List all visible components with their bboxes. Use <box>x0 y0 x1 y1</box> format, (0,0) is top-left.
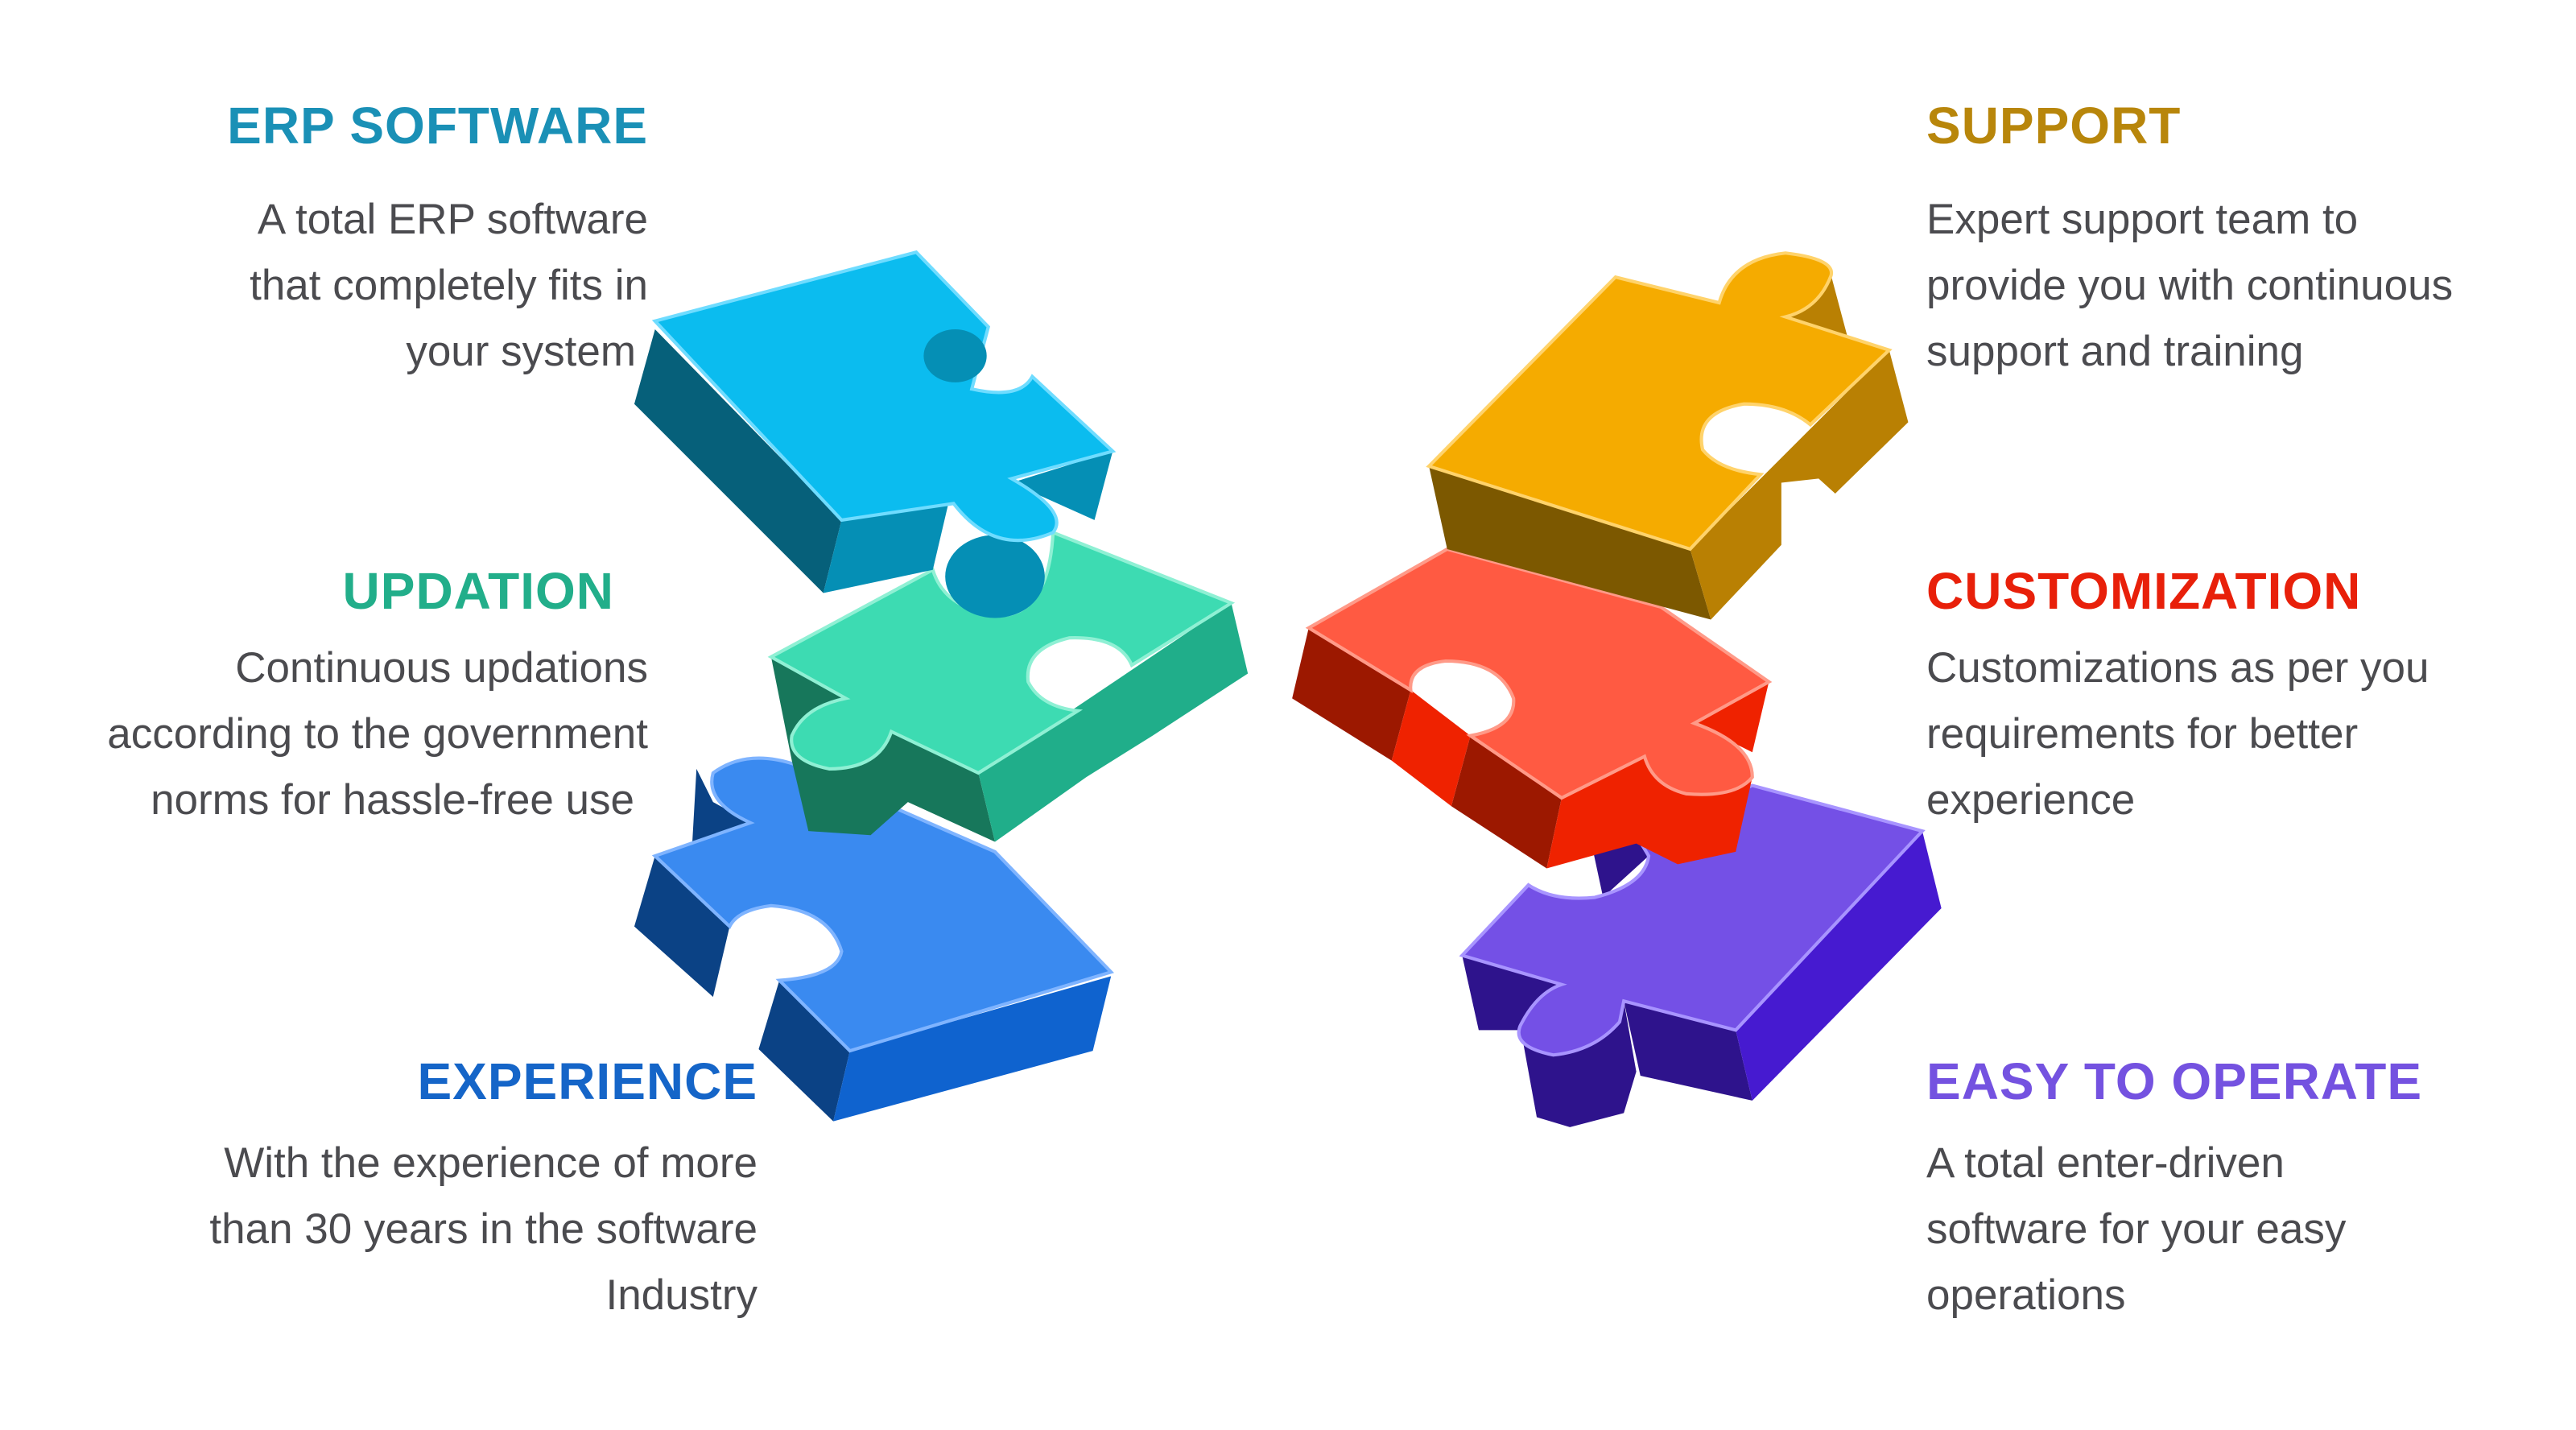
updation-description: Continuous updations according to the go… <box>107 635 648 833</box>
description-line: Continuous updations <box>235 644 648 692</box>
puzzle-piece-purple <box>1459 783 1942 1127</box>
description-line: that completely fits in <box>250 262 648 309</box>
easy-to-operate-description: A total enter-driven software for your e… <box>1926 1130 2346 1329</box>
description-line: provide you with continuous <box>1926 262 2454 309</box>
updation-title: UPDATION <box>342 562 614 620</box>
description-line: Industry <box>605 1271 758 1319</box>
description-line: With the experience of more <box>224 1139 758 1187</box>
description-line: requirements for better <box>1926 710 2359 758</box>
support-description: Expert support team to provide you with … <box>1926 187 2453 385</box>
erp-software-description: A total ERP software that completely fit… <box>250 187 648 385</box>
easy-to-operate-title: EASY TO OPERATE <box>1926 1052 2423 1110</box>
description-line: Expert support team to <box>1926 196 2359 243</box>
description-line: than 30 years in the software <box>209 1205 758 1253</box>
puzzle-piece-red <box>1292 547 1773 869</box>
puzzle-piece-green <box>767 530 1249 842</box>
customization-description: Customizations as per you requirements f… <box>1926 635 2429 833</box>
description-line: according to the government <box>107 710 648 758</box>
puzzle-piece-cyan <box>634 250 1117 618</box>
description-line: norms for hassle-free use <box>151 776 634 824</box>
description-line: your system <box>406 328 636 375</box>
puzzle-piece-yellow <box>1426 251 1909 620</box>
puzzle-piece-blue <box>634 756 1115 1122</box>
description-line: A total ERP software <box>257 196 648 243</box>
description-line: software for your easy <box>1926 1205 2347 1253</box>
support-title: SUPPORT <box>1926 97 2182 155</box>
description-line: operations <box>1926 1271 2126 1319</box>
description-line: experience <box>1926 776 2136 824</box>
description-line: support and training <box>1926 328 2304 375</box>
customization-title: CUSTOMIZATION <box>1926 562 2362 620</box>
description-line: Customizations as per you <box>1926 644 2429 692</box>
description-line: A total enter-driven <box>1926 1139 2285 1187</box>
experience-description: With the experience of more than 30 year… <box>209 1130 758 1329</box>
experience-title: EXPERIENCE <box>417 1052 758 1110</box>
erp-software-title: ERP SOFTWARE <box>227 97 648 155</box>
